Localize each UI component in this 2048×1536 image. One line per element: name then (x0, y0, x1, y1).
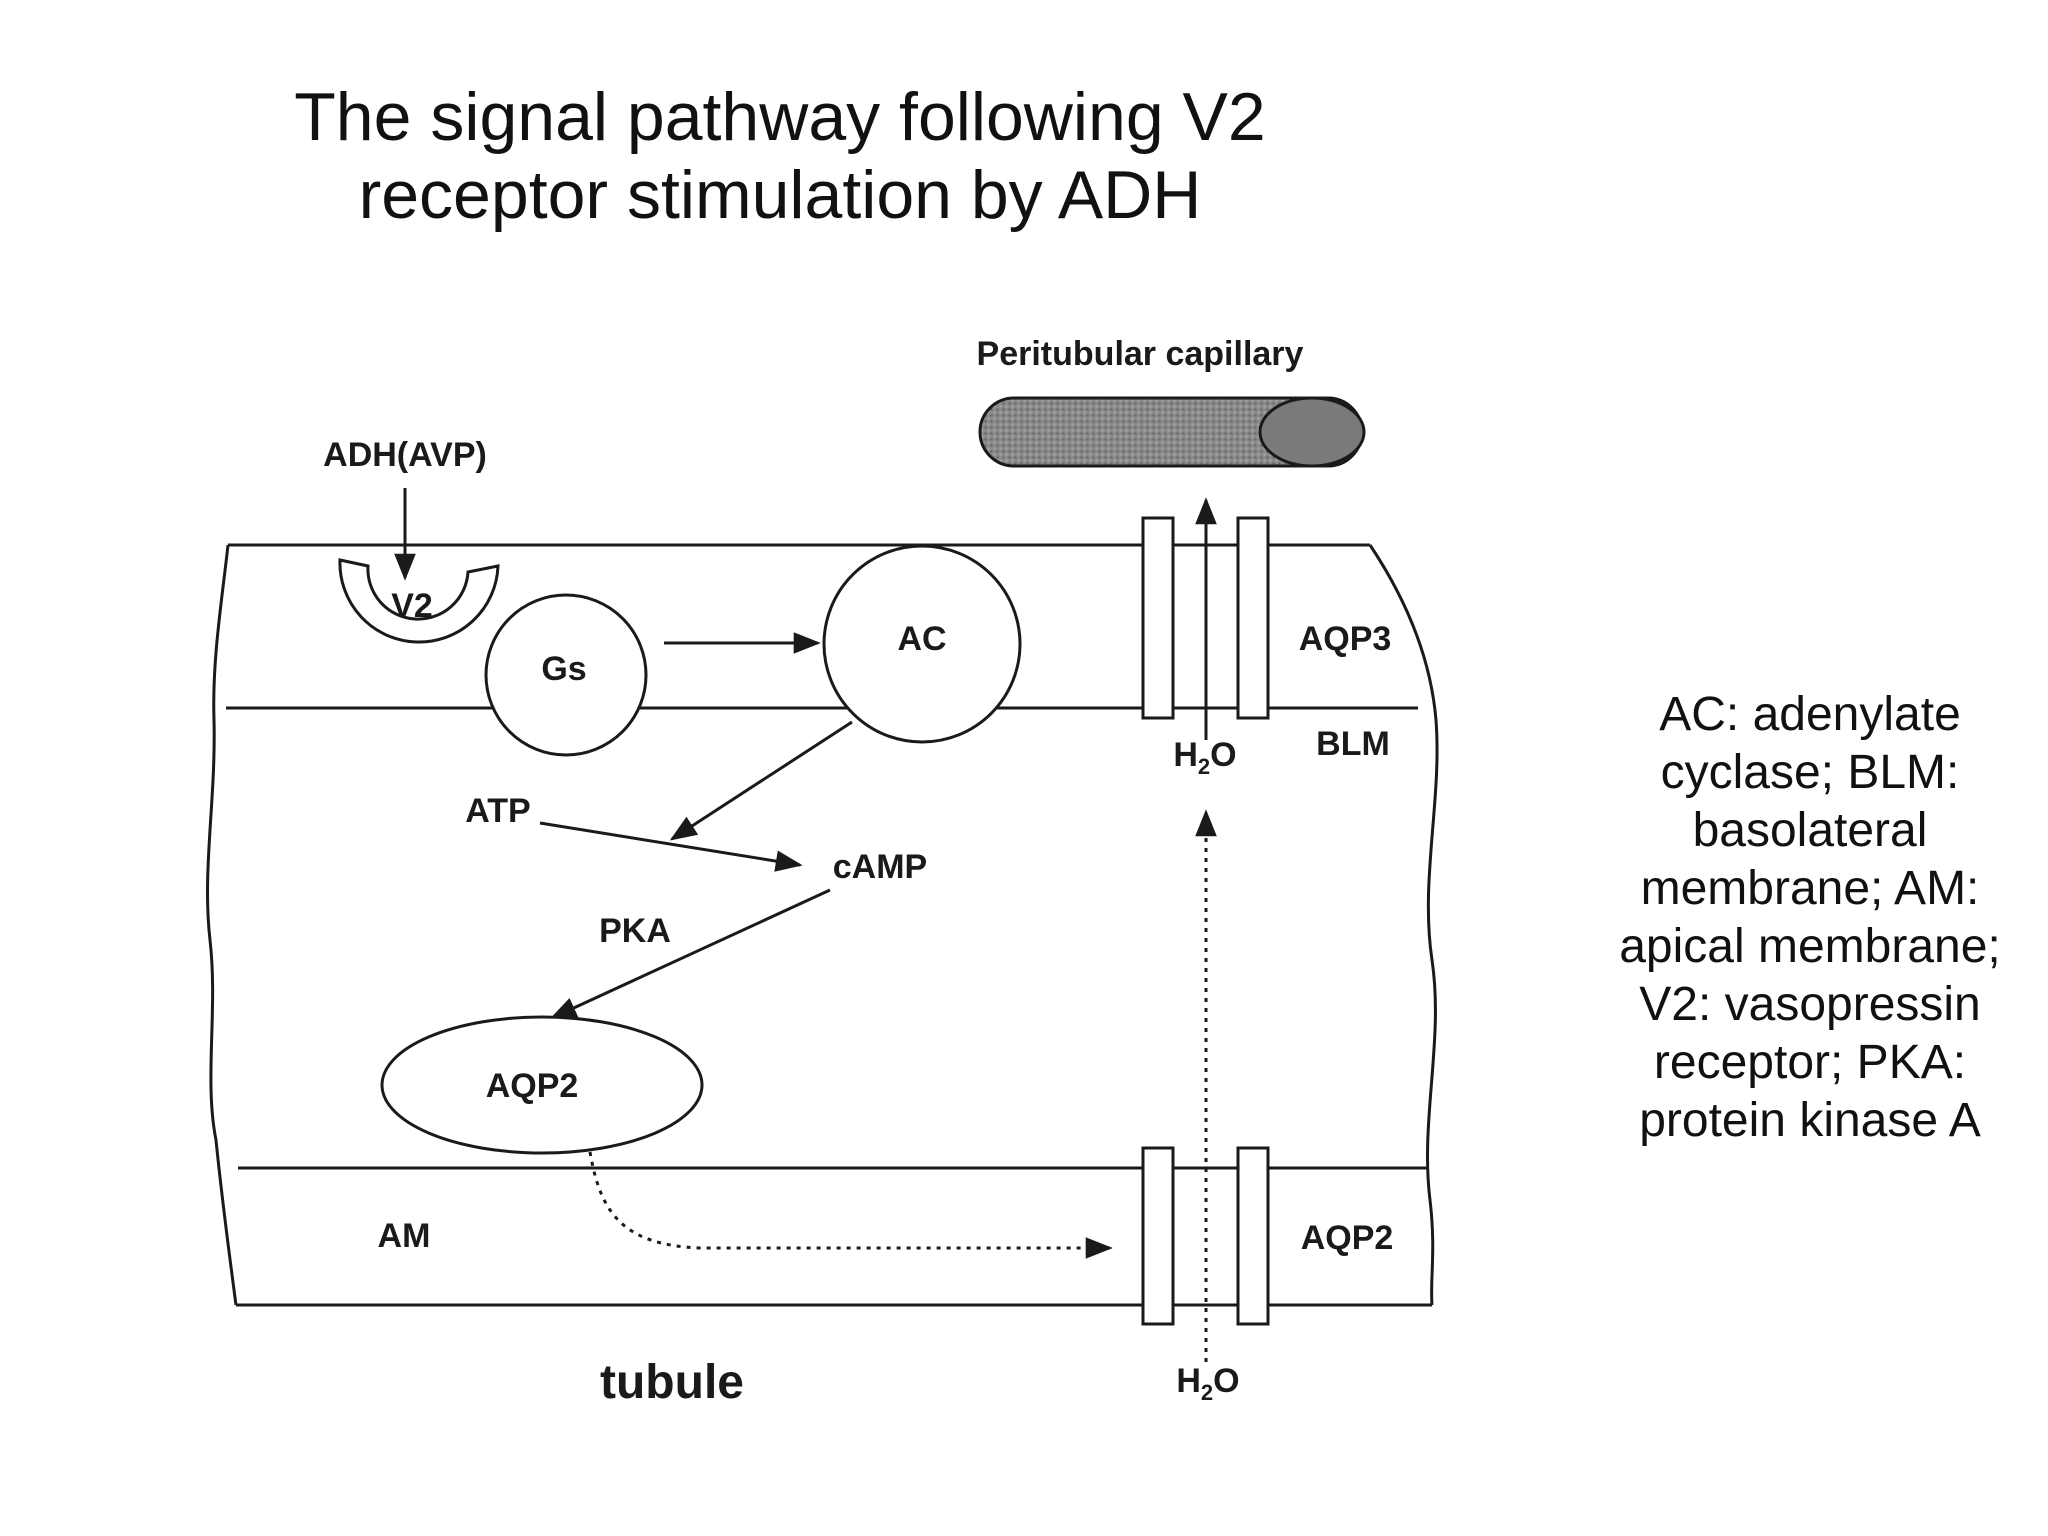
aqp3-label: AQP3 (1299, 620, 1392, 658)
legend-line: receptor; PKA: (1653, 1036, 1967, 1089)
water-bottom-sub: 2 (1201, 1380, 1213, 1405)
peritubular-capillary-label: Peritubular capillary (977, 335, 1304, 373)
aqp2-vesicle-label: AQP2 (486, 1067, 579, 1105)
water-top-sub: 2 (1198, 754, 1210, 779)
aqp2-subunit-right (1236, 1146, 1270, 1326)
cell-left-edge (206, 544, 238, 1306)
title-line-2: receptor stimulation by ADH (358, 157, 1202, 233)
legend-line: basolateral (1692, 804, 1928, 857)
ac-label: AC (897, 620, 946, 658)
v2-receptor-shape (338, 558, 500, 644)
aqp2-vesicle-shape (380, 1015, 704, 1155)
legend-line: membrane; AM: (1640, 862, 1980, 915)
water-bottom-base: H (1176, 1362, 1201, 1400)
pka-label: PKA (599, 912, 671, 950)
legend-line: apical membrane; (1619, 920, 2001, 973)
ac-to-camp-arrow (669, 720, 853, 841)
aqp3-subunit-left (1141, 516, 1175, 720)
gs-circle (484, 593, 648, 757)
abbreviation-legend: AC: adenylate cyclase; BLM: basolateral … (1590, 686, 2030, 1150)
adenylate-cyclase: AC (822, 544, 1022, 744)
ac-circle (822, 544, 1022, 744)
aqp3-subunit-right (1236, 516, 1270, 720)
aqp3-channel (1141, 516, 1270, 720)
am-label: AM (378, 1217, 431, 1255)
cell-right-edge (1368, 544, 1439, 1306)
aqp2-subunit-left (1141, 1146, 1175, 1326)
legend-line: protein kinase A (1639, 1094, 1981, 1147)
camp-label: cAMP (833, 848, 927, 886)
water-label-top: H2O (1173, 736, 1236, 779)
gs-protein: Gs (484, 593, 648, 757)
tubule-label: tubule (600, 1356, 744, 1409)
legend-line: cyclase; BLM: (1660, 746, 1960, 799)
camp-to-aqp2-arrow (549, 888, 831, 1020)
gs-label: Gs (541, 650, 586, 688)
title-line-1: The signal pathway following V2 (294, 79, 1266, 155)
aqp2-vesicle: AQP2 (380, 1015, 704, 1155)
legend-line: V2: vasopressin (1639, 978, 1981, 1031)
capillary-cell (1258, 396, 1366, 468)
atp-to-camp-arrow (539, 821, 803, 872)
page-title: The signal pathway following V2 receptor… (200, 78, 1360, 234)
aqp2-channel-label: AQP2 (1301, 1219, 1394, 1257)
water-top-tail: O (1210, 736, 1236, 774)
water-top-base: H (1173, 736, 1198, 774)
v2-label: V2 (391, 587, 433, 625)
legend-line: AC: adenylate (1659, 688, 1961, 741)
blm-label: BLM (1316, 725, 1390, 763)
v2-receptor: V2 (338, 558, 500, 644)
cell-outline (206, 543, 1439, 1307)
aqp2-channel (1141, 1146, 1270, 1326)
vesicle-translocation-arrow (588, 1151, 1113, 1259)
peritubular-capillary: Peritubular capillary (977, 335, 1366, 468)
water-label-bottom: H2O (1176, 1362, 1239, 1405)
adh-label: ADH(AVP) (323, 436, 487, 474)
atp-label: ATP (465, 792, 530, 830)
water-bottom-tail: O (1213, 1362, 1239, 1400)
